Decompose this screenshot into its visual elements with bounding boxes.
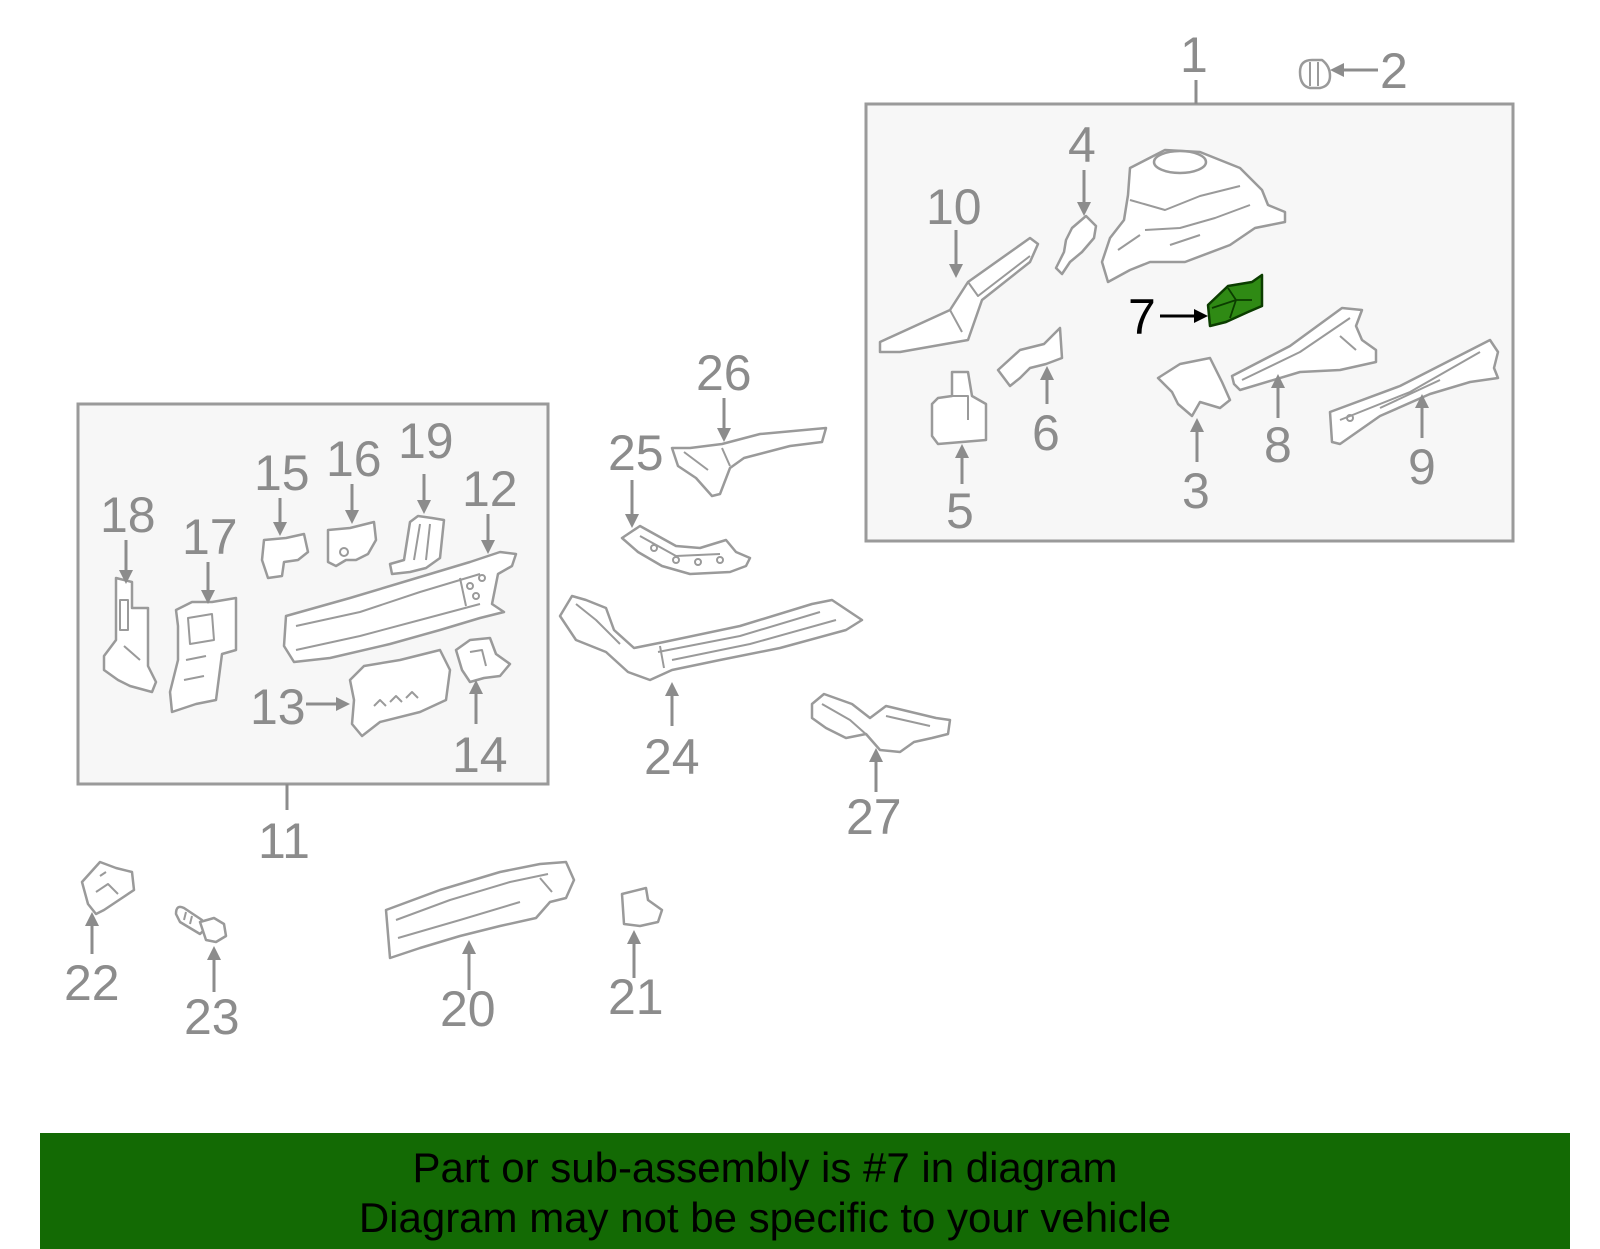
part-22-bracket (80, 860, 136, 916)
callout-21: 21 (608, 969, 664, 1025)
arrow-24 (665, 682, 679, 696)
arrow-3 (1190, 418, 1204, 432)
callout-9: 9 (1408, 439, 1436, 495)
part-3-bracket (1156, 356, 1232, 418)
part-19-bracket (388, 514, 446, 576)
part-10-rail (878, 236, 1040, 354)
arrow-21 (627, 930, 641, 944)
part-17-panel (168, 596, 238, 714)
part-27-bracket (810, 692, 952, 754)
part-4-bracket (1054, 214, 1098, 276)
arrow-13 (336, 697, 350, 711)
callout-7: 7 (1128, 289, 1156, 345)
arrow-2 (1330, 63, 1344, 77)
arrow-25 (625, 514, 639, 528)
part-9-rail (1328, 338, 1500, 446)
callout-10: 10 (926, 179, 982, 235)
part-12-rail (282, 550, 518, 664)
arrow-18 (119, 570, 133, 584)
arrow-19 (417, 500, 431, 514)
callout-13: 13 (250, 679, 306, 735)
callout-6: 6 (1032, 405, 1060, 461)
arrow-20 (462, 940, 476, 954)
arrow-8 (1271, 374, 1285, 388)
arrow-12 (481, 540, 495, 554)
callout-12: 12 (462, 461, 518, 517)
callout-25: 25 (608, 425, 664, 481)
arrow-26 (717, 428, 731, 442)
part-20-member (384, 860, 576, 960)
info-banner: Part or sub-assembly is #7 in diagram Di… (40, 1133, 1570, 1249)
arrow-27 (869, 748, 883, 762)
part-8-rail (1230, 306, 1378, 392)
callout-26: 26 (696, 345, 752, 401)
banner-line-2: Diagram may not be specific to your vehi… (358, 1194, 1172, 1241)
arrow-17 (201, 590, 215, 604)
arrow-15 (273, 522, 287, 536)
callout-17: 17 (182, 509, 238, 565)
callout-22: 22 (64, 955, 120, 1011)
callout-3: 3 (1182, 463, 1210, 519)
arrow-6 (1040, 366, 1054, 380)
part-14-bracket (454, 636, 512, 684)
callout-14: 14 (452, 727, 508, 783)
part-2-clip (1298, 58, 1332, 90)
callout-15: 15 (254, 445, 310, 501)
callout-23: 23 (184, 989, 240, 1045)
arrow-9 (1415, 394, 1429, 408)
part-26-rail (670, 426, 828, 498)
part-16-bracket (326, 520, 378, 568)
part-15-bracket (260, 532, 310, 580)
callout-18: 18 (100, 487, 156, 543)
arrow-16 (345, 510, 359, 524)
arrow-10 (949, 264, 963, 278)
part-7-highlighted (1206, 273, 1264, 328)
part-25-member (620, 524, 752, 576)
callout-27: 27 (846, 789, 902, 845)
callout-16: 16 (326, 431, 382, 487)
arrow-14 (469, 680, 483, 694)
arrow-23 (207, 946, 221, 960)
arrow-22 (85, 912, 99, 926)
callout-8: 8 (1264, 417, 1292, 473)
part-23-bolt (174, 905, 228, 944)
callout-5: 5 (946, 483, 974, 539)
callout-4: 4 (1068, 117, 1096, 173)
part-18-pillar (102, 576, 158, 694)
arrow-7 (1194, 309, 1208, 323)
callout-1: 1 (1180, 27, 1208, 83)
part-6-bracket (996, 326, 1064, 388)
arrow-5 (955, 444, 969, 458)
callout-11: 11 (258, 813, 310, 869)
part-21-bracket (620, 886, 664, 928)
part-1-apron (1100, 148, 1287, 284)
arrow-4 (1077, 202, 1091, 216)
part-24-rocker (558, 594, 864, 682)
callout-20: 20 (440, 981, 496, 1037)
part-13-reinforcement (348, 648, 452, 738)
callout-19: 19 (398, 413, 454, 469)
banner-line-1: Part or sub-assembly is #7 in diagram (412, 1144, 1118, 1191)
part-5-block (930, 370, 988, 446)
callout-24: 24 (644, 729, 700, 785)
callout-2: 2 (1380, 43, 1408, 99)
